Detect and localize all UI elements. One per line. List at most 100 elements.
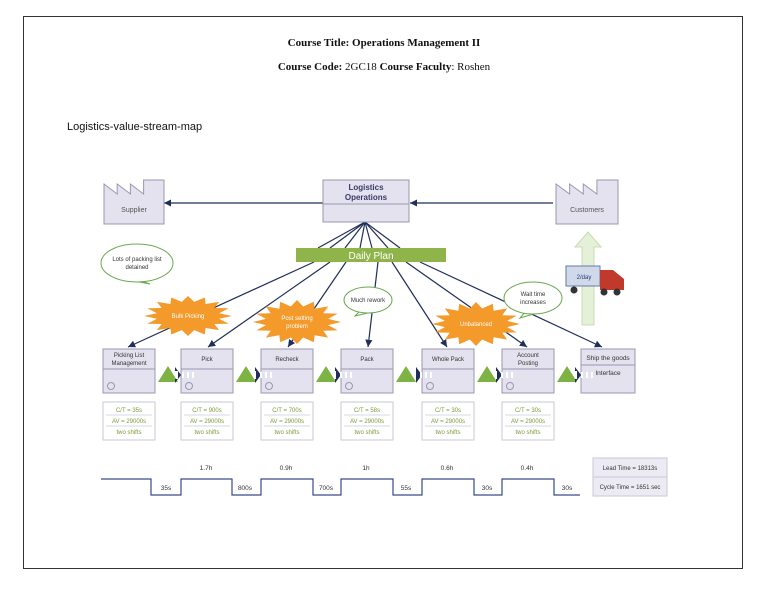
customers-factory: [555, 179, 619, 225]
plan-flow-line: [364, 221, 401, 249]
info-flow-arrow: [391, 261, 448, 348]
push-arrow-stripe: [591, 372, 593, 378]
process-label: Picking List: [114, 353, 145, 359]
process-label: Posting: [518, 361, 538, 367]
push-arrow-stripe: [340, 372, 342, 378]
timeline-wait-value: 1.7h: [200, 465, 213, 472]
push-arrow-stripe: [420, 372, 422, 378]
operator-icon: [345, 382, 353, 390]
logistics-operations-label: Logistics: [348, 183, 384, 192]
timeline-process-value: 35s: [161, 485, 172, 492]
process-label: Pick: [201, 357, 213, 363]
process-box: [340, 348, 394, 394]
process-label: Management: [111, 361, 146, 367]
info-flow-arrow: [405, 261, 528, 348]
push-arrow: [496, 367, 502, 383]
course-title-line: Course Title: Operations Management II: [0, 37, 768, 49]
data-box-value: two shifts: [354, 430, 379, 436]
data-box-value: C/T = 30s: [515, 408, 541, 414]
truck-wheel: [600, 288, 608, 296]
inventory-triangle: [236, 366, 256, 382]
inventory-triangle: [396, 366, 416, 382]
faculty-name: Roshen: [457, 61, 491, 73]
process-label: Account: [517, 353, 539, 359]
info-flow-arrow: [127, 261, 315, 348]
timeline-wait-value: 0.4h: [521, 465, 534, 472]
daily-plan-bar: [296, 248, 446, 262]
data-box-value: two shifts: [194, 430, 219, 436]
timeline-wait-value: 0.9h: [280, 465, 293, 472]
process-box: [180, 348, 234, 394]
push-arrow: [175, 367, 181, 383]
push-arrow-stripe: [430, 372, 432, 378]
course-code-line: Course Code: 2GC18 Course Faculty: Roshe…: [277, 61, 491, 73]
data-box-value: two shifts: [515, 430, 540, 436]
push-arrow-stripe: [425, 372, 427, 378]
callout-bubble: [343, 286, 393, 314]
course-code-label: Course Code:: [277, 61, 343, 73]
logistics-operations-box: [322, 179, 410, 223]
burst-text: Unbalanced: [460, 322, 492, 328]
push-arrow: [335, 367, 341, 383]
push-arrow: [416, 367, 422, 383]
data-box-value: AV = 29000s: [270, 419, 304, 425]
lead-time-label: Lead Time = 18313s: [603, 466, 658, 472]
push-arrow-stripe: [187, 372, 189, 378]
data-box-value: C/T = 58s: [354, 408, 380, 414]
push-arrow-stripe: [586, 372, 588, 378]
timeline-line: [101, 478, 580, 496]
truck-wheel: [570, 286, 578, 294]
faculty-label: Course Faculty: [379, 61, 452, 73]
burst-text: Post setting: [281, 316, 312, 322]
cycle-time-label: Cycle Time = 1651 sec: [600, 485, 661, 491]
callout-bubble: [100, 243, 174, 283]
data-box: [102, 401, 156, 441]
data-box: [501, 401, 555, 441]
process-box: [102, 348, 156, 394]
plan-flow-line: [317, 221, 366, 249]
timeline-process-value: 800s: [238, 485, 253, 492]
process-box: [421, 348, 475, 394]
operator-icon: [426, 382, 434, 390]
callout-text: Much rework: [351, 298, 386, 304]
ship-interface-label: Interface: [595, 370, 621, 377]
data-box-value: two shifts: [274, 430, 299, 436]
data-box-value: AV = 29000s: [190, 419, 224, 425]
plan-flow-line: [344, 221, 366, 249]
push-arrow-stripe: [192, 372, 194, 378]
course-code: 2GC18: [345, 61, 377, 73]
plan-flow-line: [359, 221, 366, 249]
data-box-value: C/T = 35s: [116, 408, 142, 414]
process-box: [501, 348, 555, 394]
operator-icon: [506, 382, 514, 390]
data-box-value: two shifts: [116, 430, 141, 436]
inventory-triangle: [477, 366, 497, 382]
callout-text: increases: [520, 300, 546, 306]
data-box: [180, 401, 234, 441]
truck-cab: [600, 270, 624, 290]
push-arrow-stripe: [182, 372, 184, 378]
timeline-process-value: 700s: [319, 485, 334, 492]
push-arrow-stripe: [350, 372, 352, 378]
data-box-value: C/T = 700s: [272, 408, 301, 414]
push-arrow-stripe: [260, 372, 262, 378]
inventory-triangle: [316, 366, 336, 382]
callout-text: Lots of packing list: [112, 257, 162, 263]
course-title-label: Course Title:: [287, 37, 350, 49]
callout-text: Wait time: [521, 292, 546, 298]
data-box-value: AV = 29000s: [112, 419, 146, 425]
customers-label: Customers: [570, 207, 604, 214]
operator-icon: [185, 382, 193, 390]
problem-burst: [144, 296, 232, 336]
push-arrow-stripe: [501, 372, 503, 378]
data-box-value: AV = 29000s: [511, 419, 545, 425]
operator-icon: [265, 382, 273, 390]
push-arrow: [575, 367, 581, 383]
data-box-value: AV = 29000s: [350, 419, 384, 425]
timeline-wait-value: 1h: [362, 465, 370, 472]
push-arrow-stripe: [506, 372, 508, 378]
push-arrow-stripe: [270, 372, 272, 378]
info-flow-arrow: [207, 261, 331, 348]
callout-bubble: [503, 281, 563, 315]
